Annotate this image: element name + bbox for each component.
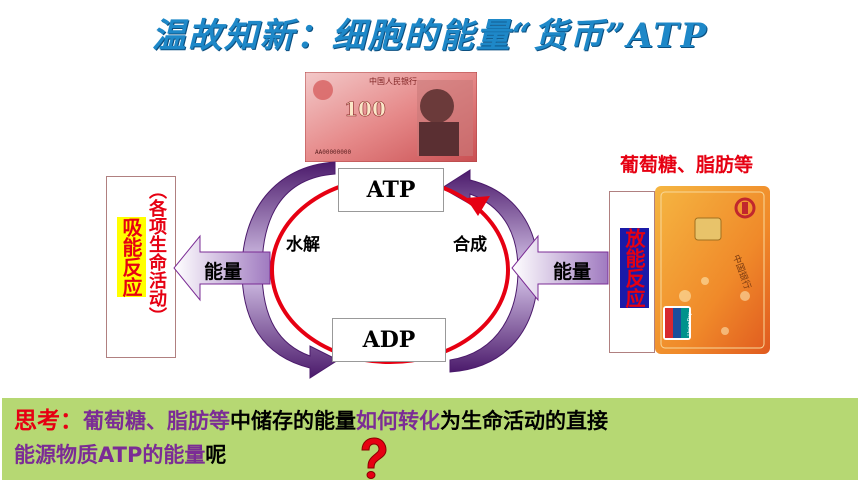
synthesis-label: 合成	[453, 235, 487, 255]
exergonic-box: 放能反应	[609, 191, 655, 353]
bank-card-image: 中国银行 UnionPay	[655, 186, 770, 354]
atp-node: ATP	[338, 168, 444, 212]
atp-adp-cycle	[170, 160, 610, 385]
hydrolysis-label: 水解	[286, 235, 320, 255]
question-part3: 如何转化	[356, 409, 440, 433]
card-label: 葡萄糖、脂肪等	[620, 154, 754, 176]
card-network: UnionPay	[687, 312, 693, 335]
endergonic-box: （各项生命活动） 吸能反应	[106, 176, 176, 358]
adp-node: ADP	[332, 318, 446, 362]
banknote-serial: AA00000000	[315, 149, 352, 156]
exergonic-label: 放能反应	[620, 228, 649, 308]
energy-release-arrow	[173, 234, 271, 302]
left-energy-label: 能量	[204, 261, 243, 283]
question-part1: 葡萄糖、脂肪等	[83, 409, 230, 433]
page-title: 温故知新：细胞的能量“货币”ATP	[151, 16, 709, 56]
banknote-image: 中国人民银行 100 AA00000000	[304, 71, 478, 163]
question-panel	[2, 398, 858, 480]
energy-input-arrow	[511, 234, 609, 302]
hydrolysis-arrow	[241, 161, 340, 379]
question-part6: 呢	[205, 443, 227, 467]
banknote-denomination: 100	[344, 97, 386, 121]
question-text: 思考：葡萄糖、脂肪等中储存的能量如何转化为生命活动的直接 能源物质ATP的能量呢	[14, 404, 844, 472]
right-energy-label: 能量	[553, 261, 592, 283]
banknote-header: 中国人民银行	[369, 76, 417, 86]
endergonic-label: 吸能反应	[117, 217, 146, 297]
red-cycle-arrowhead	[466, 196, 490, 216]
question-mark-icon	[354, 436, 390, 480]
question-part5: 能源物质ATP的能量	[14, 443, 206, 467]
question-part4: 为生命活动的直接	[440, 409, 608, 433]
question-part2: 中储存的能量	[230, 409, 356, 433]
synthesis-arrow	[441, 169, 539, 373]
life-activities-label: （各项生命活动）	[146, 181, 167, 325]
question-lead: 思考：	[14, 408, 83, 434]
